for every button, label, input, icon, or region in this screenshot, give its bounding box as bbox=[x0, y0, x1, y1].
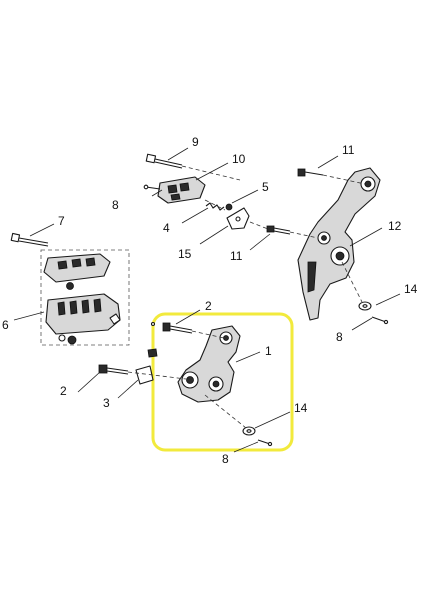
callout-6: 6 bbox=[2, 318, 9, 332]
callout-3: 3 bbox=[103, 396, 110, 410]
callout-2-lower: 2 bbox=[60, 384, 67, 398]
callout-labels: 9 10 8 5 4 15 11 11 12 14 8 7 6 2 1 2 3 … bbox=[2, 135, 418, 466]
part-8-pin-top bbox=[143, 184, 161, 190]
callout-8-top: 8 bbox=[112, 198, 119, 212]
part-14-washer-upper bbox=[358, 301, 372, 311]
part-3-plate bbox=[135, 348, 158, 385]
part-4-spring bbox=[205, 202, 225, 211]
callout-8-bottom: 8 bbox=[222, 452, 229, 466]
part-9-bolt bbox=[145, 153, 183, 169]
part-11-bolt-lower bbox=[266, 225, 291, 235]
part-2-bolt-lower bbox=[98, 364, 129, 375]
highlight-frame bbox=[151, 312, 294, 452]
part-8-pin-right bbox=[371, 316, 389, 325]
callout-5: 5 bbox=[262, 180, 269, 194]
callout-1: 1 bbox=[265, 344, 272, 358]
assembly-lines bbox=[127, 165, 366, 429]
callout-12: 12 bbox=[388, 219, 402, 233]
leader-lines bbox=[13, 147, 401, 453]
part-2-bolt-upper bbox=[150, 321, 193, 334]
callout-7: 7 bbox=[58, 214, 65, 228]
part-10-footpeg bbox=[157, 176, 206, 204]
part-6-footpeg-assembly bbox=[43, 253, 121, 345]
callout-14-upper: 14 bbox=[404, 282, 418, 296]
part-12-rear-bracket bbox=[297, 167, 381, 321]
callout-8-right: 8 bbox=[336, 330, 343, 344]
part-14-washer-lower bbox=[242, 426, 256, 436]
callout-11-lower: 11 bbox=[230, 249, 243, 263]
callout-2-upper: 2 bbox=[205, 299, 212, 313]
callout-15: 15 bbox=[178, 247, 192, 261]
callout-10: 10 bbox=[232, 152, 246, 166]
part-8-pin-bottom bbox=[257, 439, 273, 447]
part-5-ball bbox=[225, 203, 233, 211]
footpeg-group-box bbox=[40, 249, 130, 346]
part-7-bolt bbox=[10, 232, 49, 247]
callout-9: 9 bbox=[192, 135, 199, 149]
part-11-bolt-upper bbox=[297, 168, 324, 177]
part-1-main-bracket bbox=[177, 325, 241, 403]
callout-4: 4 bbox=[163, 221, 170, 235]
callout-11-upper: 11 bbox=[342, 143, 355, 157]
callout-14-lower: 14 bbox=[294, 401, 308, 415]
part-15-plate bbox=[226, 207, 250, 230]
